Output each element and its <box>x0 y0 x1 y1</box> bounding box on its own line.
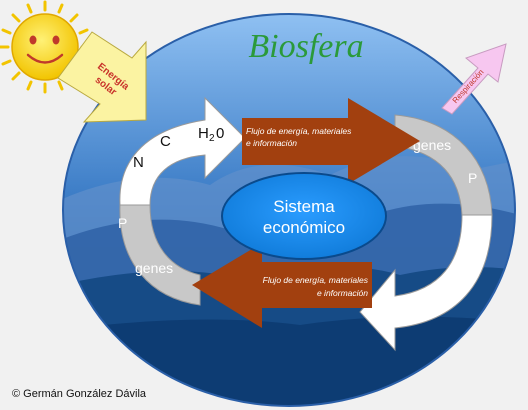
cycle-arrow-top <box>119 96 246 206</box>
flow-top-line2: e información <box>246 138 297 148</box>
cycle-left-genes: genes <box>135 260 173 276</box>
svg-text:0: 0 <box>216 125 224 142</box>
cycle-label-h2o: H 2 0 <box>198 125 224 144</box>
copyright-text: © Germán González Dávila <box>12 388 147 400</box>
flow-bottom-line1: Flujo de energía, materiales <box>263 275 369 285</box>
economic-system-node <box>221 172 387 260</box>
cycle-right-p: P <box>468 170 477 186</box>
svg-text:H: H <box>198 125 209 142</box>
cycle-label-c: C <box>160 133 171 150</box>
cycle-right-genes: genes <box>413 137 451 153</box>
cycle-left-p: P <box>118 215 127 231</box>
solar-energy-arrow <box>57 31 147 123</box>
flow-arrow-top <box>242 98 420 184</box>
sun-icon <box>0 0 92 94</box>
flow-bottom-line2: e información <box>317 288 368 298</box>
svg-text:2: 2 <box>209 133 215 144</box>
title: Biosfera <box>248 28 363 65</box>
cycle-arrow-bottom-right <box>359 214 493 352</box>
center-label-line2: económico <box>263 218 345 237</box>
cycle-arrow-left <box>119 204 201 306</box>
flow-top-line1: Flujo de energía, materiales <box>246 126 352 136</box>
biosphere-ellipse <box>62 13 516 407</box>
flow-arrow-bottom <box>192 243 372 328</box>
cycle-label-n: N <box>133 154 144 171</box>
center-label-line1: Sistema <box>273 197 335 216</box>
respiration-arrow <box>441 43 507 115</box>
